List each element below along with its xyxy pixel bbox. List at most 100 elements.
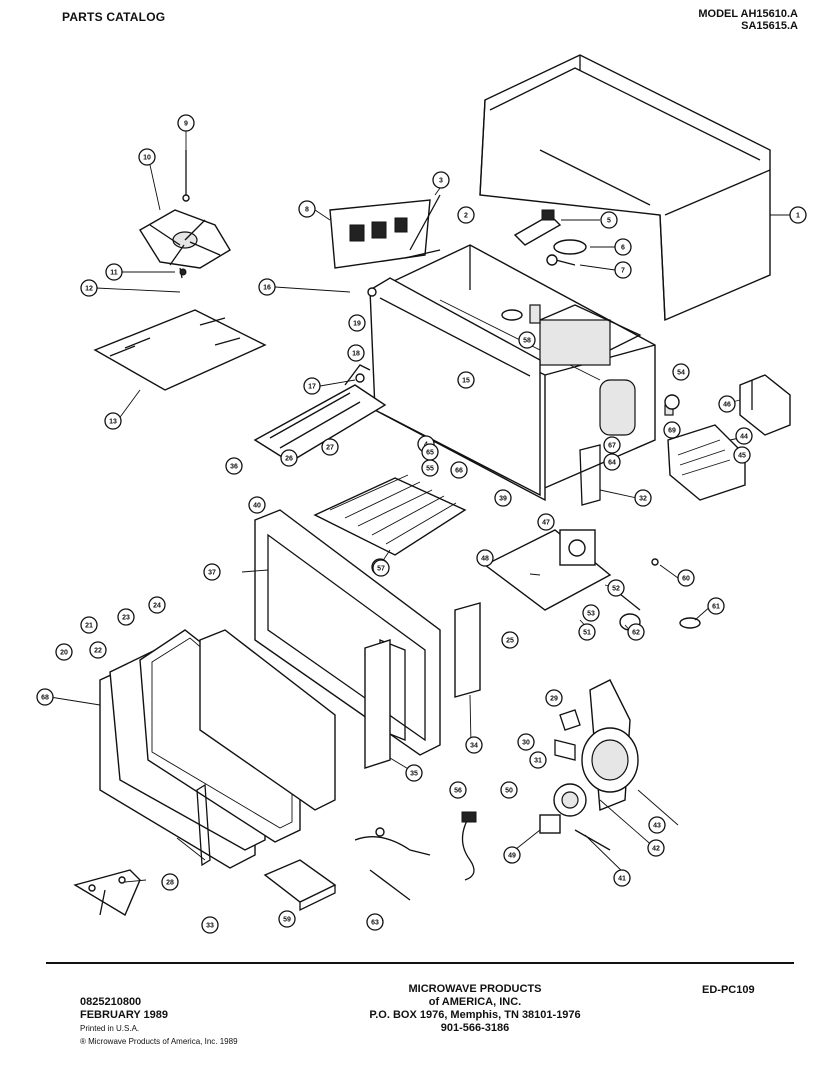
- catalog-part-number: 0825210800: [80, 996, 142, 1008]
- callout-label: 62: [632, 630, 640, 637]
- callout-63: 63: [366, 913, 384, 931]
- callout-12: 12: [80, 279, 98, 297]
- callout-circle: [789, 206, 807, 224]
- callout-circle: [500, 781, 518, 799]
- callout-circle: [457, 206, 475, 224]
- callout-68: 68: [36, 688, 54, 706]
- callout-56: 56: [449, 781, 467, 799]
- callout-54: 54: [672, 363, 690, 381]
- callout-circle: [278, 910, 296, 928]
- callout-circle: [545, 689, 563, 707]
- callout-circle: [600, 211, 618, 229]
- callout-label: 29: [550, 696, 558, 703]
- callout-circle: [225, 457, 243, 475]
- callout-23: 23: [117, 608, 135, 626]
- callout-circle: [117, 608, 135, 626]
- callout-circle: [494, 489, 512, 507]
- callout-label: 8: [305, 207, 309, 214]
- callout-circle: [36, 688, 54, 706]
- callout-label: 41: [618, 876, 626, 883]
- callout-label: 59: [283, 917, 291, 924]
- callout-label: 36: [230, 464, 238, 471]
- callout-44: 44: [735, 427, 753, 445]
- thermal-probe-wire: [354, 827, 431, 901]
- callout-65: 65: [421, 443, 439, 461]
- callout-41: 41: [613, 869, 631, 887]
- model-number-block: MODEL AH15610.A SA15615.A: [698, 8, 798, 32]
- callout-40: 40: [248, 496, 266, 514]
- callout-circle: [347, 344, 365, 362]
- callout-label: 32: [639, 496, 647, 503]
- company-phone: 901-566-3186: [440, 1022, 510, 1034]
- callout-8: 8: [298, 200, 316, 218]
- printed-in: Printed in U.S.A.: [80, 1024, 140, 1033]
- timer-switch-assembly: [539, 679, 639, 851]
- callout-circle: [372, 559, 390, 577]
- top-mount-bracket: [329, 194, 441, 269]
- callout-label: 65: [426, 450, 434, 457]
- callout-label: 45: [738, 453, 746, 460]
- callout-label: 56: [454, 788, 462, 795]
- callout-label: 23: [122, 615, 130, 622]
- callout-label: 19: [353, 321, 361, 328]
- catalog-date: FEBRUARY 1989: [80, 1009, 169, 1021]
- callout-30: 30: [517, 733, 535, 751]
- callout-33: 33: [201, 916, 219, 934]
- callout-circle: [421, 443, 439, 461]
- callout-circle: [735, 427, 753, 445]
- callout-label: 58: [523, 338, 531, 345]
- callout-19: 19: [348, 314, 366, 332]
- callout-3: 3: [432, 171, 450, 189]
- callout-circle: [603, 436, 621, 454]
- callout-label: 21: [85, 623, 93, 630]
- callout-11: 11: [105, 263, 123, 281]
- callout-label: 69: [668, 428, 676, 435]
- callout-circle: [501, 631, 519, 649]
- callout-circle: [280, 449, 298, 467]
- callout-label: 5: [607, 218, 611, 225]
- callout-57: 57: [372, 559, 390, 577]
- callout-circle: [449, 781, 467, 799]
- callout-69: 69: [663, 421, 681, 439]
- callout-label: 27: [326, 445, 334, 452]
- callout-circle: [537, 513, 555, 531]
- callout-circle: [104, 412, 122, 430]
- callout-label: 11: [110, 270, 118, 277]
- callout-label: 67: [608, 443, 616, 450]
- callout-label: 52: [612, 586, 620, 593]
- callout-circle: [582, 604, 600, 622]
- callout-label: 66: [455, 468, 463, 475]
- callout-circle: [405, 764, 423, 782]
- footer-left-block: 0825210800 FEBRUARY 1989 Printed in U.S.…: [80, 996, 238, 1048]
- callout-43: 43: [648, 816, 666, 834]
- callout-label: 46: [723, 402, 731, 409]
- callout-circle: [707, 597, 725, 615]
- callout-label: 33: [206, 923, 214, 930]
- callout-22: 22: [89, 641, 107, 659]
- callout-53: 53: [582, 604, 600, 622]
- callout-circle: [517, 733, 535, 751]
- callout-13: 13: [104, 412, 122, 430]
- callout-circle: [203, 563, 221, 581]
- callout-47: 47: [537, 513, 555, 531]
- callout-label: 51: [583, 630, 591, 637]
- callout-circle: [627, 623, 645, 641]
- callout-label: 1: [796, 213, 800, 220]
- front-door-frame: [254, 509, 441, 756]
- callout-circle: [647, 839, 665, 857]
- callout-label: 9: [184, 121, 188, 128]
- callout-label: 50: [505, 788, 513, 795]
- callout-58: 58: [518, 331, 536, 349]
- callout-9: 9: [177, 114, 195, 132]
- callout-circle: [476, 549, 494, 567]
- callout-circle: [321, 438, 339, 456]
- callout-29: 29: [545, 689, 563, 707]
- callout-label: 61: [712, 604, 720, 611]
- lamp-and-holder: [513, 209, 587, 266]
- callout-62: 62: [627, 623, 645, 641]
- callout-circle: [148, 596, 166, 614]
- callout-label: 30: [522, 740, 530, 747]
- callout-label: 42: [652, 846, 660, 853]
- callout-circle: [663, 421, 681, 439]
